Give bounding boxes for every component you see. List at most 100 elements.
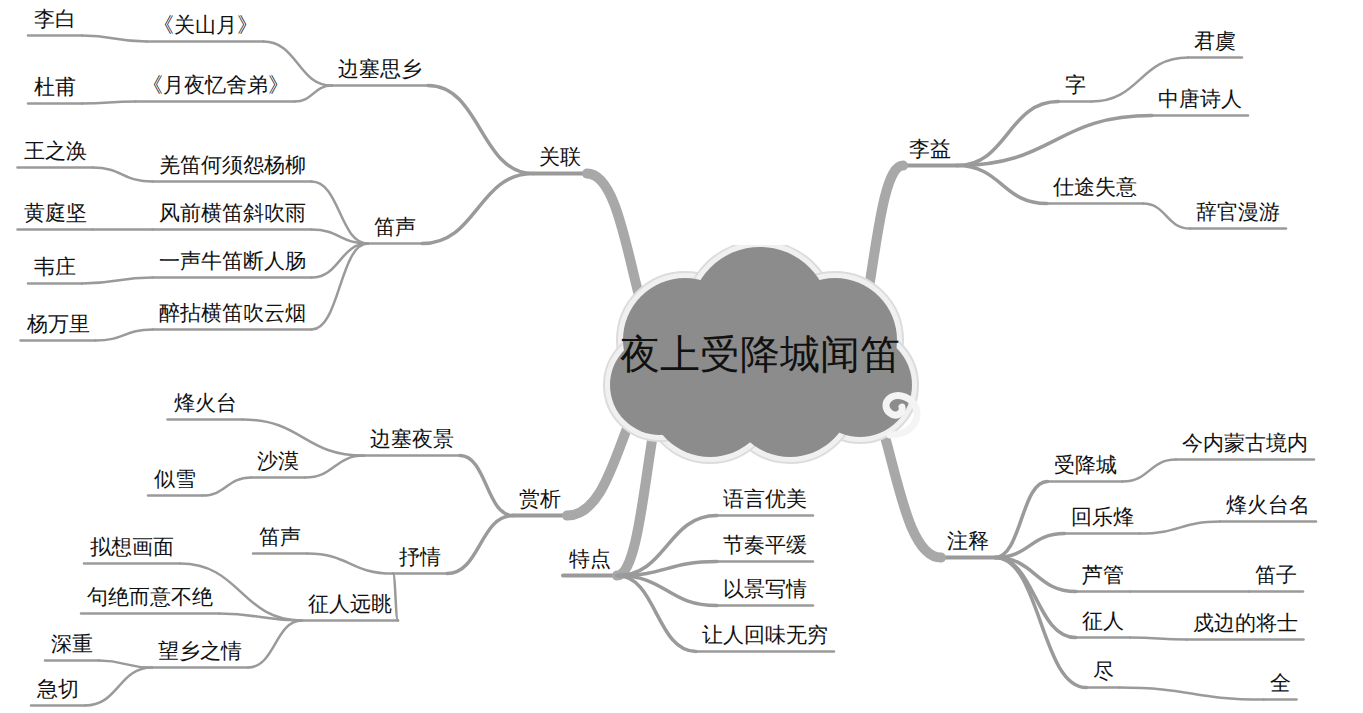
topic-text: 烽火台 <box>174 391 237 415</box>
branch-topic: 抒情 <box>397 545 443 570</box>
branch-topic: 中唐诗人 <box>1156 87 1244 112</box>
branch-underline <box>941 556 995 560</box>
branch-topic: 节奏平缓 <box>721 533 809 558</box>
topic-text: 边塞思乡 <box>338 57 422 81</box>
branch-underline <box>136 100 295 103</box>
branch-underline <box>1076 590 1130 593</box>
branch-topic: 王之涣 <box>22 139 89 164</box>
branch-connector <box>1130 638 1187 640</box>
branch-topic: 急切 <box>35 677 81 702</box>
branch-underline <box>153 180 312 183</box>
branch-underline <box>563 574 617 578</box>
branch-connector <box>93 168 153 182</box>
branch-connector <box>1130 590 1249 593</box>
topic-text: 以景写情 <box>723 577 807 601</box>
branch-topic: 拟想画面 <box>88 535 176 560</box>
branch-topic: 戍边的将士 <box>1191 611 1300 636</box>
branch-topic: 烽火台名 <box>1224 493 1312 518</box>
topic-text: 风前横笛斜吹雨 <box>159 201 306 225</box>
branch-connector <box>295 86 333 102</box>
branch-underline <box>1152 114 1248 117</box>
topic-text: 王之涣 <box>24 139 87 163</box>
branch-underline <box>1087 686 1120 689</box>
branch-connector <box>202 478 251 496</box>
branch-topic: 羌笛何须怨杨柳 <box>157 153 308 178</box>
branch-underline <box>1076 636 1130 639</box>
branch-underline <box>152 666 248 669</box>
topic-text: 辞官漫游 <box>1196 200 1280 224</box>
topic-text: 黄庭坚 <box>24 201 87 225</box>
title-text: 夜上受降城闻笛 <box>620 331 900 379</box>
branch-underline <box>903 164 957 168</box>
branch-topic: 赏析 <box>517 487 563 512</box>
branch-underline <box>1188 56 1242 59</box>
branch-underline <box>81 612 219 615</box>
topic-text: 中唐诗人 <box>1158 87 1242 111</box>
branch-underline <box>1047 202 1143 205</box>
branch-topic: 特点 <box>567 547 613 572</box>
topic-text: 望乡之情 <box>158 639 242 663</box>
branch-connector <box>617 562 717 576</box>
branch-topic: 风前横笛斜吹雨 <box>157 201 308 226</box>
branch-connector <box>1120 688 1264 700</box>
branch-underline <box>1065 532 1140 535</box>
topic-text: 让人回味无穷 <box>702 623 828 647</box>
branch-topic: 仕途失意 <box>1051 175 1139 200</box>
branch-connector <box>312 244 369 278</box>
branch-topic: 语言优美 <box>721 487 809 512</box>
branch-topic: 征人远眺 <box>306 592 394 617</box>
branch-topic: 边塞夜景 <box>368 427 456 452</box>
branch-connector <box>1140 522 1221 534</box>
topic-text: 节奏平缓 <box>723 533 807 557</box>
branch-topic: 君虞 <box>1192 29 1238 54</box>
branch-underline <box>1264 698 1297 701</box>
branch-underline <box>18 228 93 231</box>
branch-connector <box>85 668 152 706</box>
topic-text: 征人远眺 <box>308 592 392 616</box>
branch-connector <box>312 230 369 244</box>
topic-text: 注释 <box>947 529 989 553</box>
topic-text: 杨万里 <box>27 312 90 336</box>
branch-underline <box>153 228 312 231</box>
branch-connector <box>617 576 696 652</box>
branch-underline <box>533 172 587 176</box>
branch-connector <box>1143 204 1190 229</box>
branch-topic: 深重 <box>49 632 95 657</box>
branch-topic: 沙漠 <box>255 449 301 474</box>
branch-topic: 《月夜忆舍弟》 <box>140 73 291 98</box>
branch-underline <box>332 84 428 87</box>
topic-text: 特点 <box>569 547 611 571</box>
topic-text: 深重 <box>51 632 93 656</box>
topic-text: 今内蒙古境内 <box>1182 431 1308 455</box>
topic-text: 杜甫 <box>34 75 76 99</box>
branch-underline <box>302 619 398 622</box>
branch-underline <box>45 659 99 662</box>
branch-underline <box>147 40 264 43</box>
branch-topic: 关联 <box>537 145 583 170</box>
branch-topic: 芦管 <box>1080 563 1126 588</box>
branch-topic: 望乡之情 <box>156 639 244 664</box>
branch-underline <box>1190 227 1286 230</box>
branch-underline <box>251 476 305 479</box>
topic-text: 戍边的将士 <box>1193 611 1298 635</box>
topic-text: 李白 <box>34 7 76 31</box>
branch-underline <box>153 328 312 331</box>
topic-text: 拟想画面 <box>90 535 174 559</box>
topic-text: 芦管 <box>1082 563 1124 587</box>
topic-text: 关联 <box>539 145 581 169</box>
central-cloud: 夜上受降城闻笛 <box>588 245 932 465</box>
branch-connector <box>957 116 1152 166</box>
branch-connector <box>460 456 513 516</box>
branch-topic: 一声牛笛断人肠 <box>157 249 308 274</box>
topic-text: 尽 <box>1093 659 1114 683</box>
branch-topic: 字 <box>1063 73 1088 98</box>
branch-underline <box>696 650 834 653</box>
branch-connector <box>82 36 147 42</box>
branch-topic: 辞官漫游 <box>1194 200 1282 225</box>
topic-text: 似雪 <box>154 467 196 491</box>
branch-topic: 李益 <box>907 137 953 162</box>
topic-text: 急切 <box>37 677 79 701</box>
branch-connector <box>312 182 369 244</box>
topic-text: 一声牛笛断人肠 <box>159 249 306 273</box>
branch-topic: 醉拈横笛吹云烟 <box>157 301 308 326</box>
